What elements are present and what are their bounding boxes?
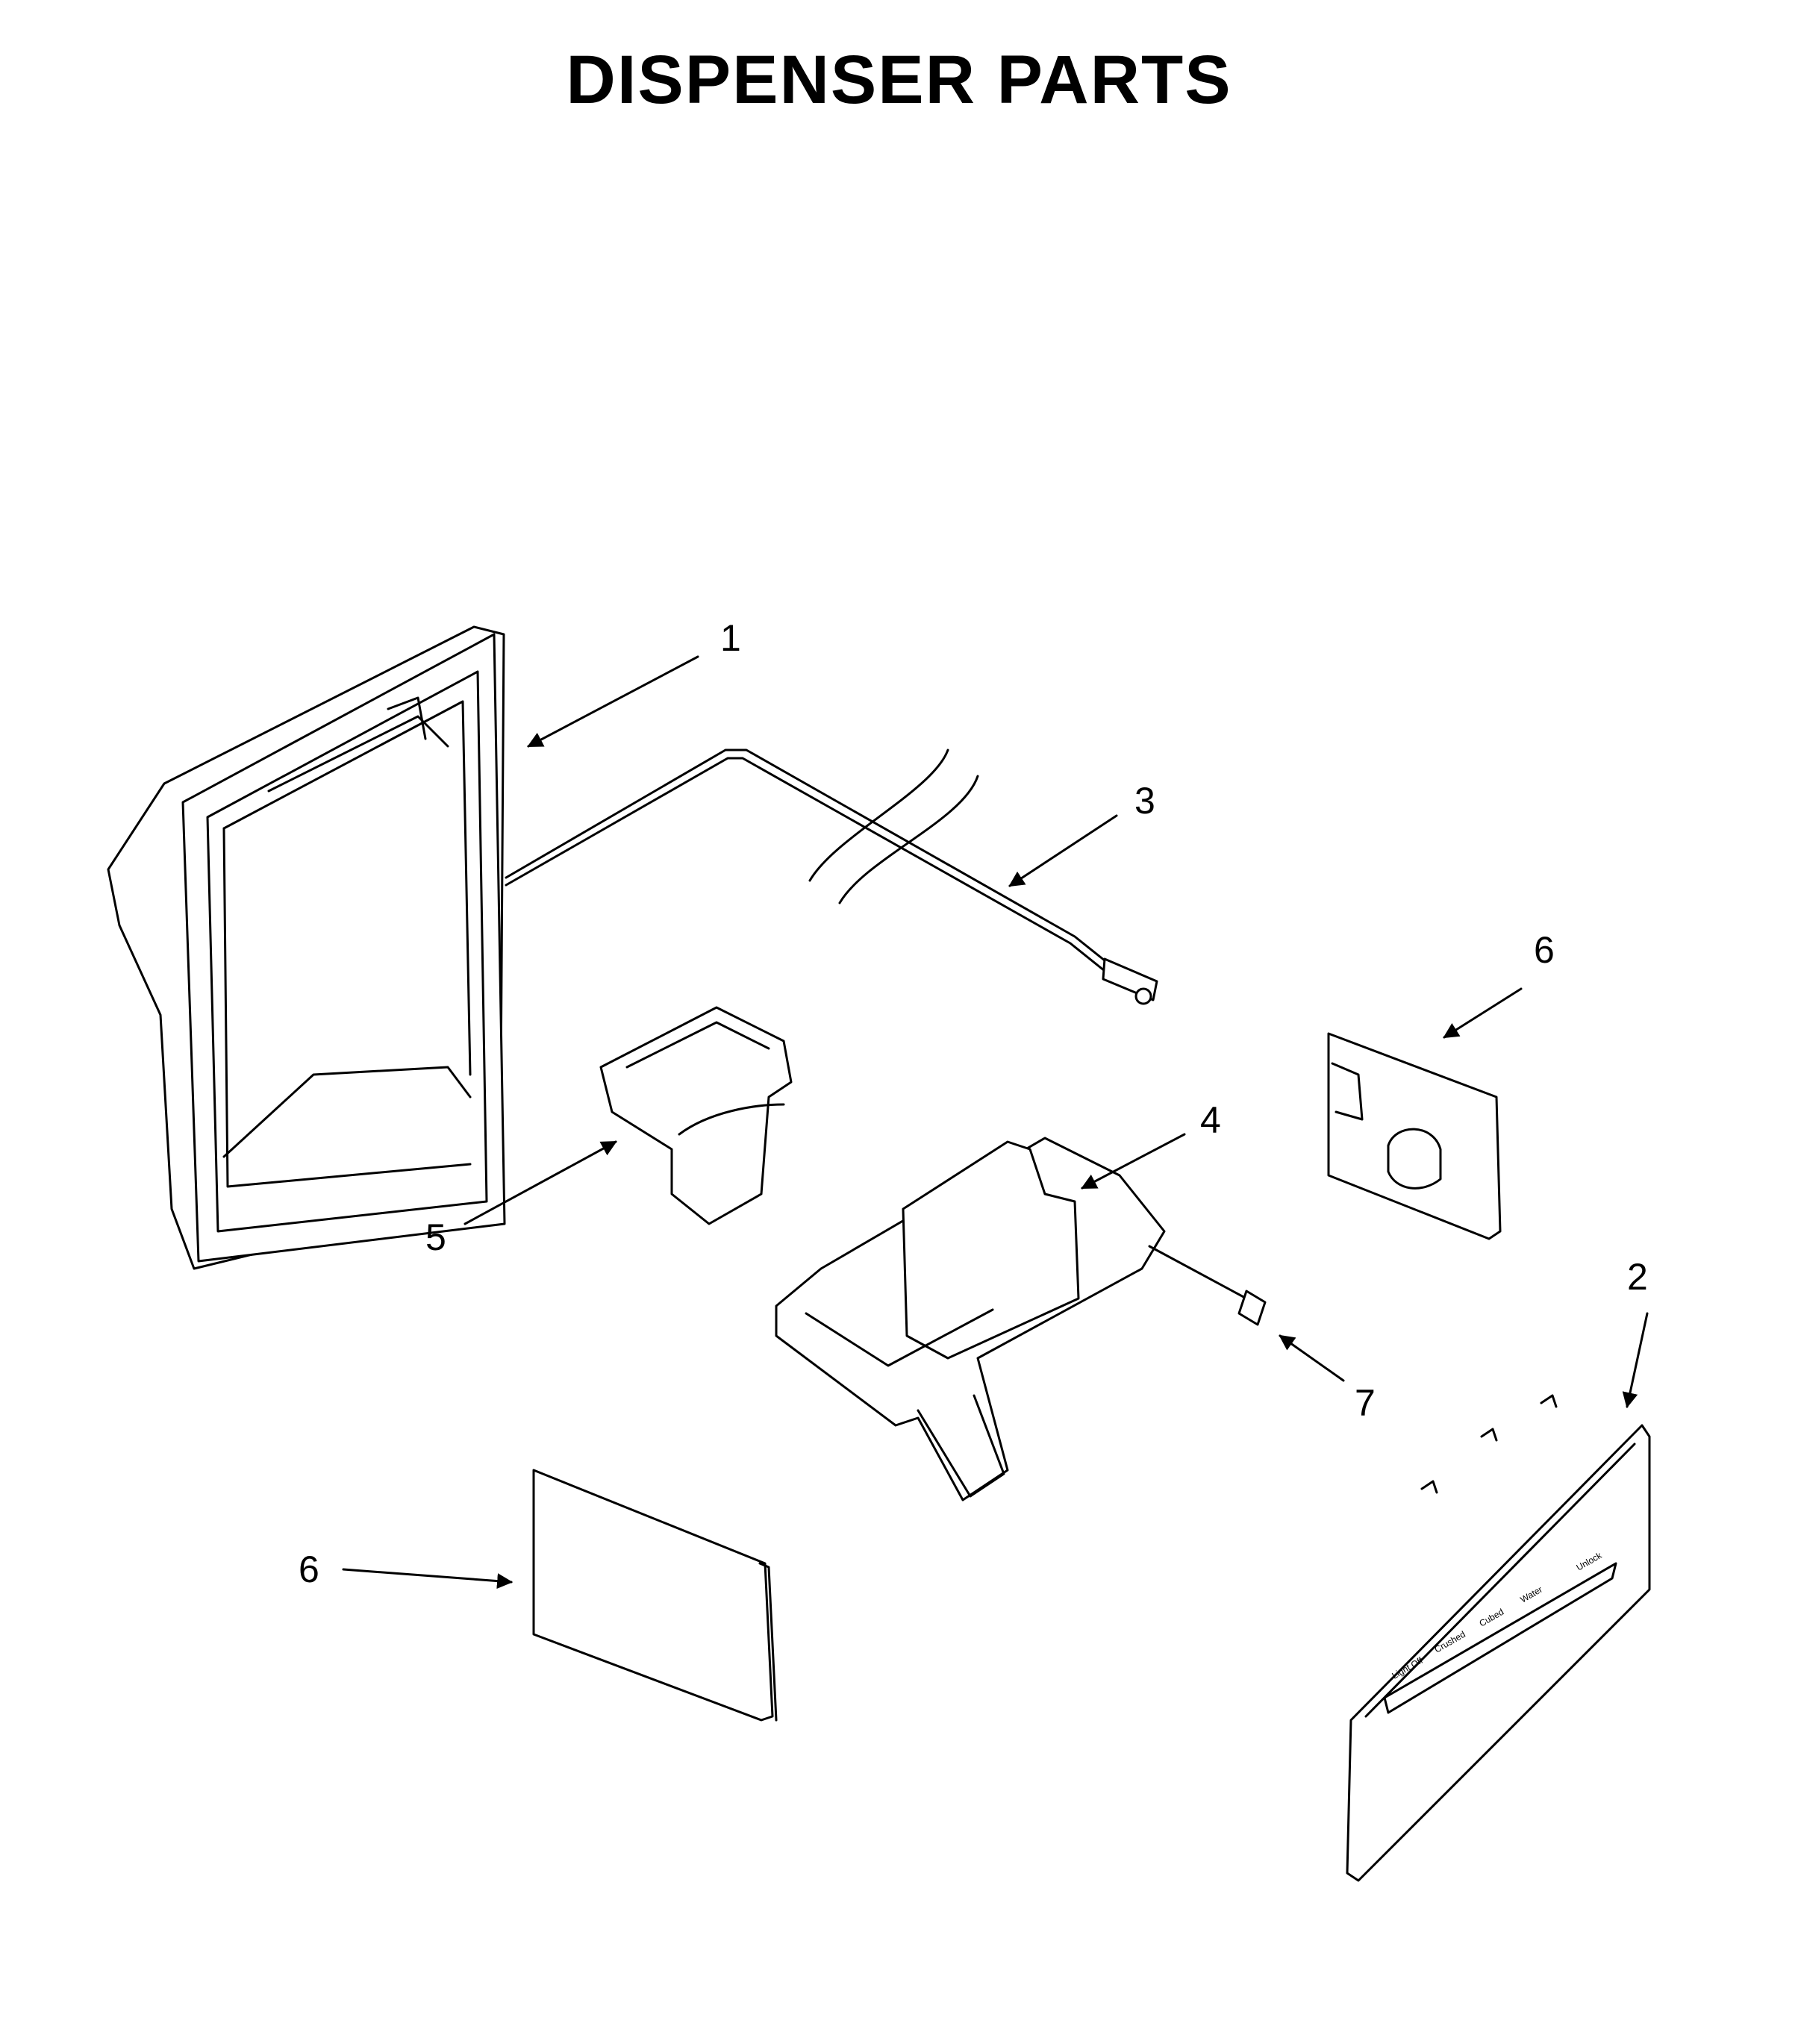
part-7-screw[interactable] <box>1148 1245 1267 1326</box>
leader-lines <box>342 655 1649 1590</box>
callout-6-top: 6 <box>1534 929 1555 971</box>
part-5-actuator[interactable] <box>599 1006 793 1225</box>
callout-4: 4 <box>1200 1099 1221 1141</box>
callout-5: 5 <box>425 1216 446 1258</box>
part-6-cover-panel[interactable] <box>532 1469 778 1722</box>
leader-4 <box>1081 1133 1186 1190</box>
leader-6-bottom <box>342 1568 514 1590</box>
leader-1 <box>527 655 699 748</box>
leader-5 <box>463 1140 617 1225</box>
leader-6-top <box>1443 987 1523 1039</box>
part-4-dispenser-frame[interactable] <box>775 1137 1166 1501</box>
callout-1: 1 <box>720 617 741 659</box>
part-6-bracket-top[interactable] <box>1327 1032 1502 1240</box>
part-2-control-panel[interactable]: Unlock Water Cubed Crushed Light Off <box>1346 1394 1651 1882</box>
callout-7: 7 <box>1355 1382 1376 1424</box>
leader-7 <box>1279 1334 1345 1382</box>
part-1-dispenser-housing[interactable] <box>107 625 506 1270</box>
leader-3 <box>1008 814 1118 887</box>
callout-3: 3 <box>1134 780 1155 822</box>
part-3-water-tube[interactable] <box>505 748 1158 1005</box>
page-title: DISPENSER PARTS <box>566 42 1232 118</box>
callout-2: 2 <box>1627 1256 1648 1298</box>
leader-2 <box>1622 1312 1649 1409</box>
callout-6-bottom: 6 <box>299 1548 319 1590</box>
